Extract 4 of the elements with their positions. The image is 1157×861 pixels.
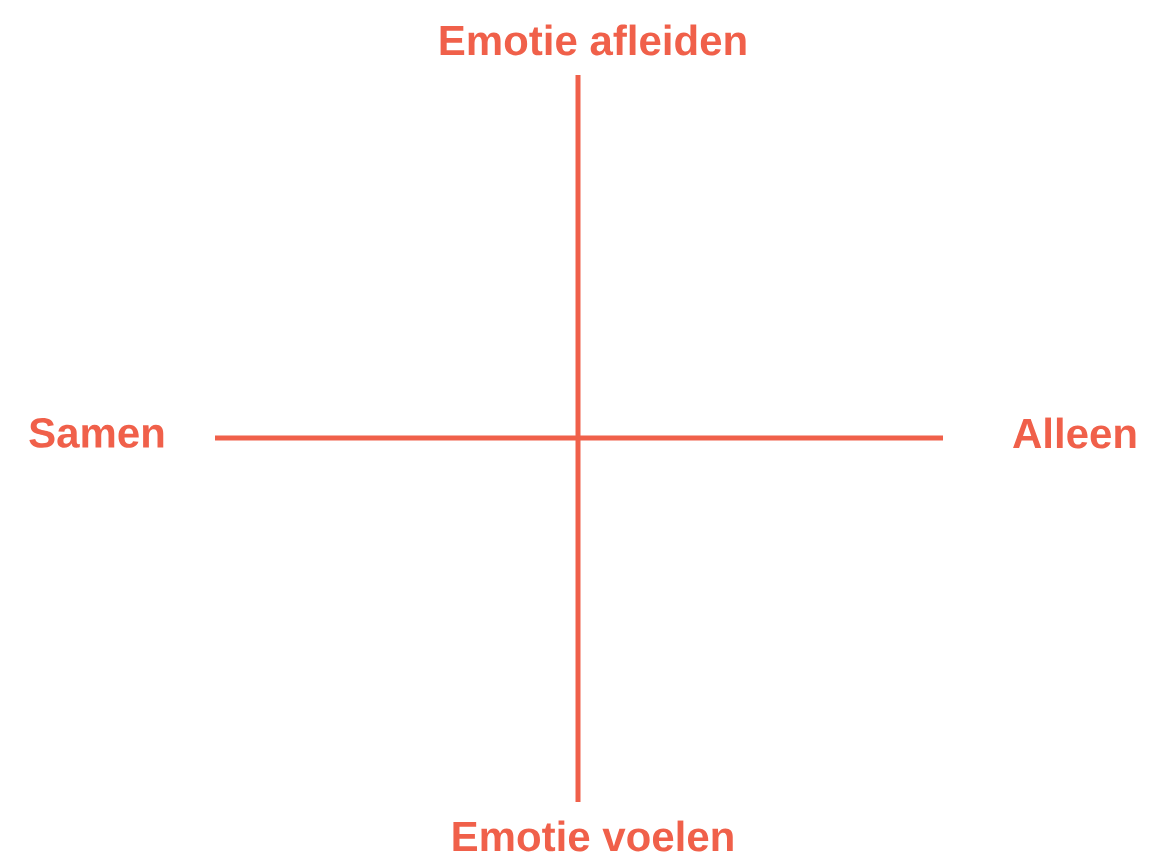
axis-label: Emotie afleiden: [440, 24, 746, 56]
axis-label: Emotie voelen: [453, 820, 733, 852]
axis-label: Alleen: [1013, 417, 1136, 449]
axis-label: Samen: [29, 418, 164, 448]
